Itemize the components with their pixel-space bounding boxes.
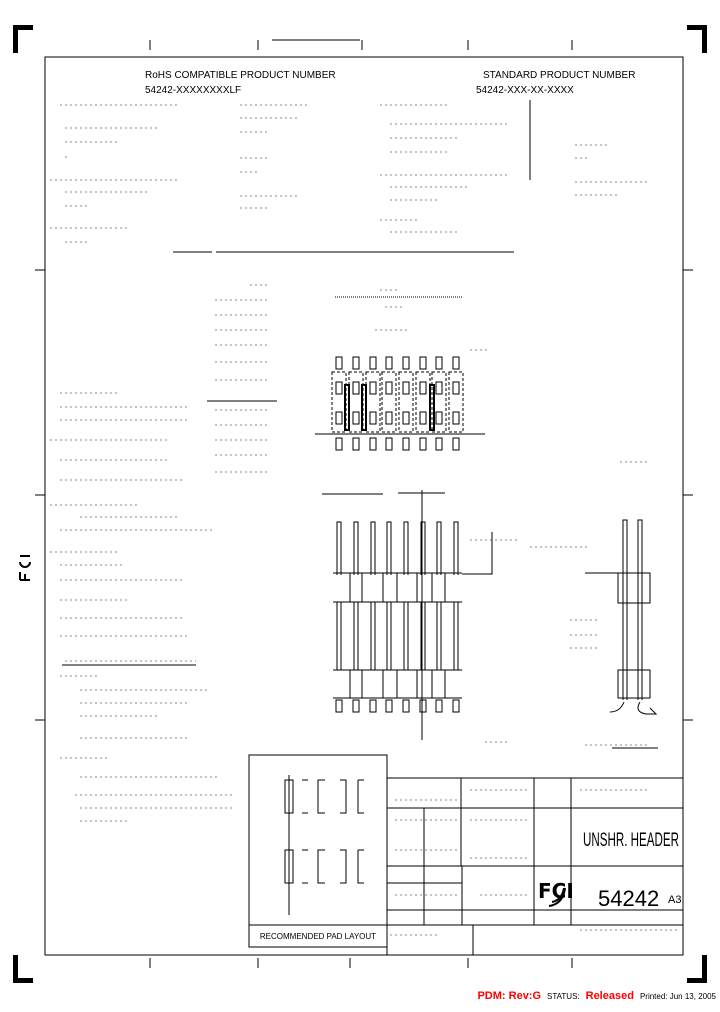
drawing-border <box>44 56 684 956</box>
pin-square-top <box>402 381 410 395</box>
latch-slot <box>429 384 435 431</box>
pin-upper <box>386 521 392 575</box>
pin-middle <box>386 602 392 670</box>
pin-upper <box>420 521 426 575</box>
pin-square-bottom <box>419 411 427 425</box>
pin-square-bottom <box>402 411 410 425</box>
rohs-label: RoHS COMPATIBLE PRODUCT NUMBER <box>145 70 336 81</box>
pin-tip-bottom <box>385 437 393 451</box>
side-body-upper <box>617 572 651 604</box>
pin-square-top <box>435 381 443 395</box>
pin-middle <box>370 602 376 670</box>
drawing-number: 54242 <box>598 886 659 911</box>
zone-ticks <box>35 39 693 968</box>
pin-square-top <box>385 381 393 395</box>
pad-layout-box <box>248 754 388 948</box>
status-bar: PDM: Rev:G STATUS: Released Printed: Jun… <box>477 990 716 1002</box>
pin-square-top <box>369 381 377 395</box>
pin-tail <box>385 699 393 713</box>
pin-tip-bottom <box>435 437 443 451</box>
pin-tip-top <box>452 356 460 370</box>
pin-tail <box>435 699 443 713</box>
pin-middle <box>436 602 442 670</box>
fci-side-logo <box>19 555 31 581</box>
pin-tail <box>419 699 427 713</box>
pin-square-bottom <box>385 411 393 425</box>
pin-upper <box>370 521 376 575</box>
pin-tip-bottom <box>335 437 343 451</box>
pin-square-bottom <box>335 411 343 425</box>
leader-line <box>462 532 493 575</box>
standard-number: 54242-XXX-XX-XXXX <box>476 85 574 96</box>
side-tail-bend <box>609 701 658 715</box>
pin-tip-bottom <box>419 437 427 451</box>
pin-tail <box>402 699 410 713</box>
pin-tail <box>335 699 343 713</box>
pin-square-bottom <box>452 411 460 425</box>
pdm-revision: PDM: Rev:G <box>477 990 542 1002</box>
pin-cell <box>381 371 397 433</box>
title-block <box>386 777 684 956</box>
side-pin <box>622 519 628 700</box>
pin-tail <box>352 699 360 713</box>
pin-tip-bottom <box>452 437 460 451</box>
pin-tail <box>369 699 377 713</box>
fci-logo-text: FCI <box>538 879 574 903</box>
pin-tip-bottom <box>369 437 377 451</box>
pin-tip-top <box>435 356 443 370</box>
pin-tip-top <box>402 356 410 370</box>
pin-tip-top <box>419 356 427 370</box>
pin-tip-top <box>352 356 360 370</box>
status-value: Released <box>585 990 634 1002</box>
standard-label: STANDARD PRODUCT NUMBER <box>483 70 635 81</box>
printed-date: Printed: Jun 13, 2005 <box>639 992 716 1001</box>
pin-square-bottom <box>369 411 377 425</box>
pin-middle <box>403 602 409 670</box>
pin-cell <box>331 371 347 433</box>
pin-tip-top <box>385 356 393 370</box>
pin-middle <box>453 602 459 670</box>
side-body-lower <box>617 669 651 699</box>
pin-middle <box>353 602 359 670</box>
pin-upper <box>403 521 409 575</box>
pin-tail <box>452 699 460 713</box>
pad-layout-label: RECOMMENDED PAD LAYOUT <box>260 932 376 941</box>
side-pin <box>637 519 643 700</box>
pin-square-bottom <box>352 411 360 425</box>
drawing-title: UNSHR. HEADER <box>583 830 679 851</box>
pin-tip-bottom <box>402 437 410 451</box>
pin-middle <box>336 602 342 670</box>
pin-upper <box>453 521 459 575</box>
connector-views <box>315 296 658 749</box>
pin-upper <box>336 521 342 575</box>
pin-cell <box>448 371 464 433</box>
corner-marks <box>13 25 707 983</box>
rohs-number: 54242-XXXXXXXXLF <box>145 85 241 96</box>
pin-cell <box>415 371 431 433</box>
pin-tip-bottom <box>352 437 360 451</box>
pin-square-top <box>335 381 343 395</box>
pin-square-top <box>452 381 460 395</box>
latch-slot <box>361 384 367 431</box>
pin-upper <box>353 521 359 575</box>
pin-square-top <box>419 381 427 395</box>
latch-slot <box>344 384 350 431</box>
pin-cell <box>365 371 381 433</box>
status-label: STATUS: <box>547 992 580 1001</box>
pin-cell <box>398 371 414 433</box>
pin-cell <box>348 371 364 433</box>
pin-tip-top <box>335 356 343 370</box>
pin-tip-top <box>369 356 377 370</box>
fci-logo: FCI <box>538 879 574 907</box>
notes-text-block <box>50 104 680 936</box>
sheet-size: A3 <box>668 894 681 906</box>
pin-middle <box>420 602 426 670</box>
pin-upper <box>436 521 442 575</box>
pin-cell <box>431 371 447 433</box>
pin-square-bottom <box>435 411 443 425</box>
pin-square-top <box>352 381 360 395</box>
